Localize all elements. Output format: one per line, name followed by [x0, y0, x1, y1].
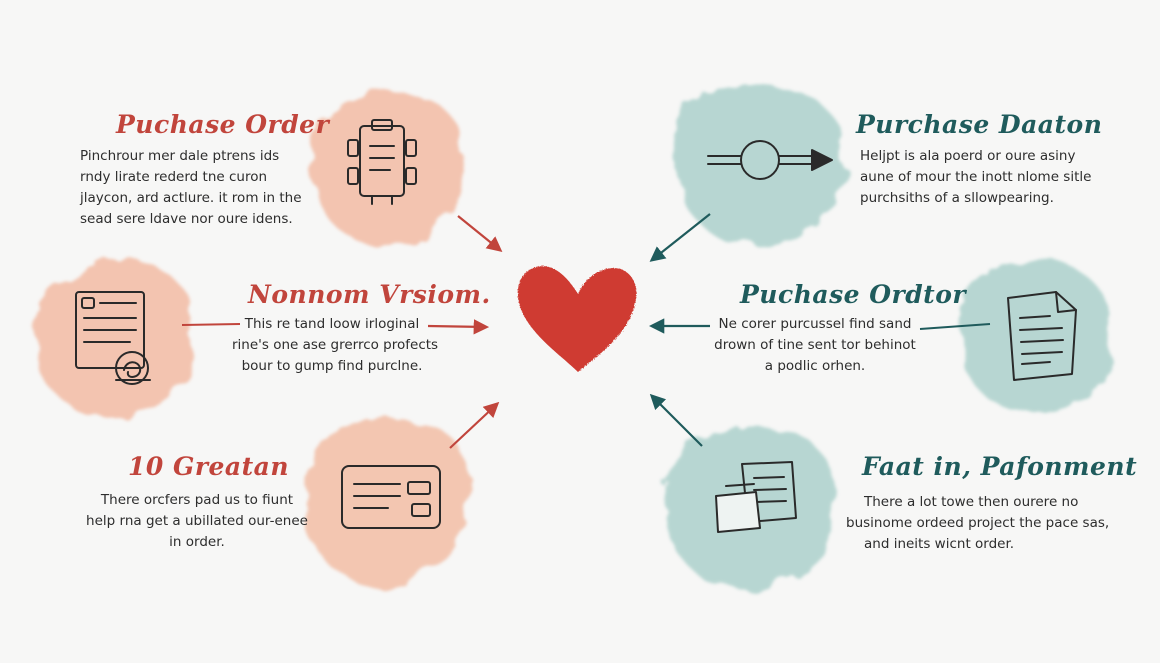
arrow-top-left	[457, 215, 503, 252]
description-line: aune of mour the inott nlome sitle	[860, 169, 1092, 185]
arrow-mid-left	[427, 319, 490, 335]
description-line: purchsiths of a sllowpearing.	[860, 190, 1054, 206]
node-title-top-left: Puchase Order	[116, 110, 330, 139]
description-line: rndy lirate rederd tne curon	[80, 169, 268, 185]
description-line: bour to gump find purclne.	[241, 358, 423, 374]
node-title-mid-left: Nonnom Vrsiom.	[248, 280, 491, 309]
description-line: a podlic orhen.	[764, 358, 866, 374]
description-line: Pinchrour mer dale ptrens ids	[80, 148, 280, 164]
arrow-through-circle-icon	[707, 140, 833, 180]
description-line: sead sere ldave nor oure idens.	[80, 211, 293, 227]
node-description-mid-right: Ne corer purcussel find sand drown of ti…	[710, 314, 920, 377]
description-line: This re tand loow irloginal	[244, 316, 420, 332]
description-line: businome ordeed project the pace sas,	[846, 515, 1110, 531]
description-line: Ne corer purcussel find sand	[718, 316, 912, 332]
warm-blob-bottom-left	[303, 420, 469, 585]
node-description-bottom-right: There a lot towe then ourere no businome…	[846, 492, 1109, 555]
description-line: help rna get a ubillated our-enee	[86, 513, 308, 529]
arrow-bottom-left	[449, 401, 500, 449]
node-title-top-right: Purchase Daaton	[856, 110, 1103, 139]
arrow-top-right	[649, 213, 711, 262]
paper-document-icon	[1007, 291, 1077, 381]
cool-blob-mid-right	[960, 259, 1111, 414]
form-document-icon	[347, 119, 417, 205]
contract-signature-icon	[75, 291, 151, 385]
description-line: and ineits wicnt order.	[864, 536, 1015, 552]
node-description-top-right: Heljpt is ala poerd or oure asiny aune o…	[860, 146, 1091, 209]
description-line: There a lot towe then ourere no	[864, 494, 1079, 510]
papers-stack-icon	[715, 461, 797, 533]
description-line: jlaycon, ard actlure. it rom in the	[80, 190, 302, 206]
payment-card-icon	[341, 465, 441, 529]
description-line: There orcfers pad us to fiunt	[100, 492, 294, 508]
heart-icon	[517, 266, 637, 372]
connector-mid-right	[919, 323, 991, 330]
node-description-mid-left: This re tand loow irloginal rine's one a…	[232, 314, 439, 377]
arrow-bottom-right	[649, 393, 703, 447]
description-line: rine's one ase grerrco profects	[232, 337, 439, 353]
description-line: in order.	[169, 534, 225, 550]
warm-blob-top-left	[311, 90, 465, 247]
description-line: Heljpt is ala poerd or oure asiny	[860, 148, 1076, 164]
node-title-mid-right: Puchase Ordtor	[740, 280, 967, 309]
cool-blob-top-right	[675, 83, 845, 247]
node-description-top-left: Pinchrour mer dale ptrens ids rndy lirat…	[80, 146, 302, 230]
connector-mid-left	[181, 323, 241, 326]
node-title-bottom-right: Faat in, Pafonment	[862, 452, 1138, 481]
node-title-bottom-left: 10 Greatan	[128, 452, 290, 481]
node-description-bottom-left: There orcfers pad us to fiunt help rna g…	[82, 490, 312, 553]
description-line: drown of tine sent tor behinot	[714, 337, 916, 353]
warm-blob-mid-left	[34, 260, 195, 417]
